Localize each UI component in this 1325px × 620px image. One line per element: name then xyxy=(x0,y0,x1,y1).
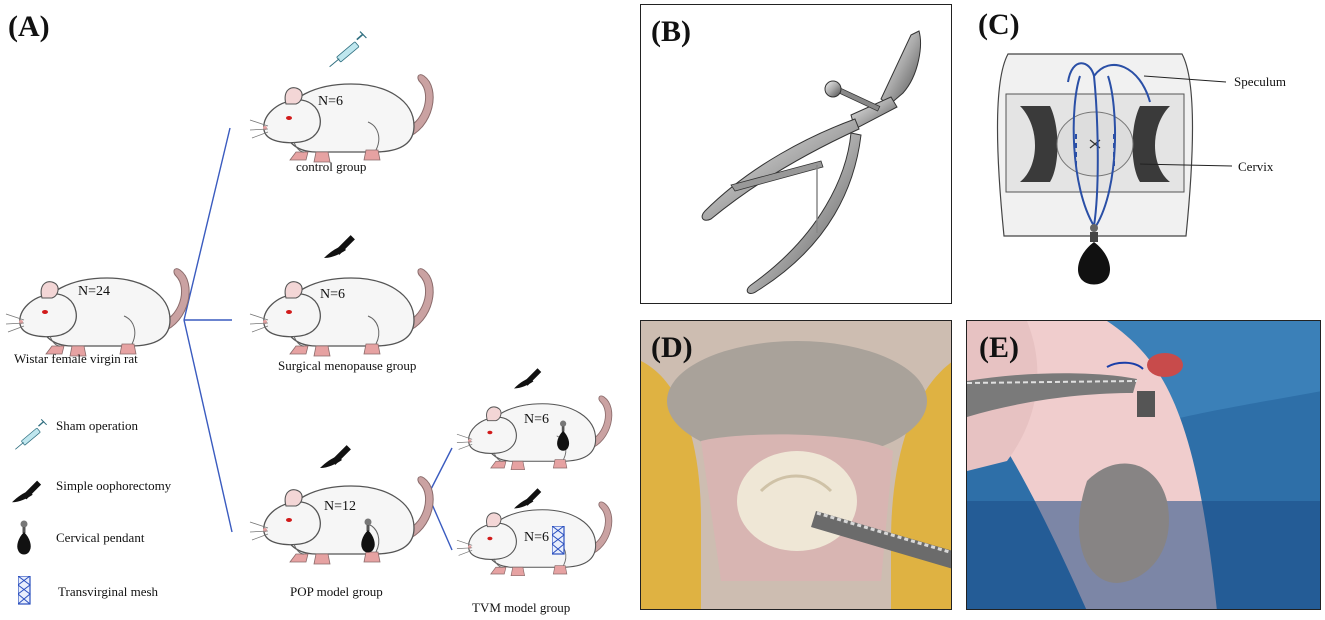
source-n: N=24 xyxy=(78,284,111,299)
control-rat xyxy=(249,68,434,173)
panel-b-frame: (B) xyxy=(640,4,952,304)
mesh-subgroup-n: N=6 xyxy=(524,530,550,545)
panel-b-letter: (B) xyxy=(651,15,691,48)
pendant-icon xyxy=(556,420,572,459)
pop-rat xyxy=(249,470,434,575)
speculum-cervix-illustration xyxy=(996,53,1194,285)
menopause-n: N=6 xyxy=(320,287,346,302)
pendant-subgroup-n: N=6 xyxy=(524,412,550,427)
legend-sham: Sham operation xyxy=(56,418,138,433)
panel-d-letter: (D) xyxy=(651,331,693,364)
pendant-icon xyxy=(16,520,34,563)
panel-e-letter: (E) xyxy=(979,331,1019,364)
panel-c-pointer-lines xyxy=(1140,75,1233,167)
pop-n: N=12 xyxy=(324,499,357,514)
pendant-icon xyxy=(360,518,378,561)
cervix-label: Cervix xyxy=(1238,159,1274,174)
control-label: control group xyxy=(296,159,367,174)
mesh-icon xyxy=(17,575,32,611)
mesh-icon xyxy=(551,525,566,561)
legend-mesh: Transvirginal mesh xyxy=(58,584,159,599)
panel-d-photo: (D) xyxy=(640,320,952,610)
pop-label: POP model group xyxy=(290,584,383,599)
syringe-icon xyxy=(328,30,368,75)
menopause-rat xyxy=(249,262,434,367)
control-n: N=6 xyxy=(318,94,344,109)
scalpel-icon xyxy=(514,362,544,397)
panel-e-photo: (E) xyxy=(966,320,1321,610)
scalpel-icon xyxy=(320,438,354,477)
source-label: Wistar female virgin rat xyxy=(14,351,138,366)
menopause-label: Surgical menopause group xyxy=(278,358,417,373)
panel-c-letter: (C) xyxy=(978,8,1020,41)
scalpel-icon xyxy=(12,474,44,511)
pendant-subgroup-rat xyxy=(456,390,613,480)
legend-pendant: Cervical pendant xyxy=(56,530,145,545)
panel-a-letter: (A) xyxy=(8,10,50,43)
group-connector-lines xyxy=(183,127,453,551)
tvm-label: TVM model group xyxy=(472,600,571,615)
speculum-instrument xyxy=(701,30,921,294)
legend-oophorectomy: Simple oophorectomy xyxy=(56,478,172,493)
scalpel-icon xyxy=(324,228,358,267)
scalpel-icon xyxy=(514,482,544,517)
speculum-label: Speculum xyxy=(1234,74,1286,89)
syringe-icon xyxy=(14,418,48,457)
